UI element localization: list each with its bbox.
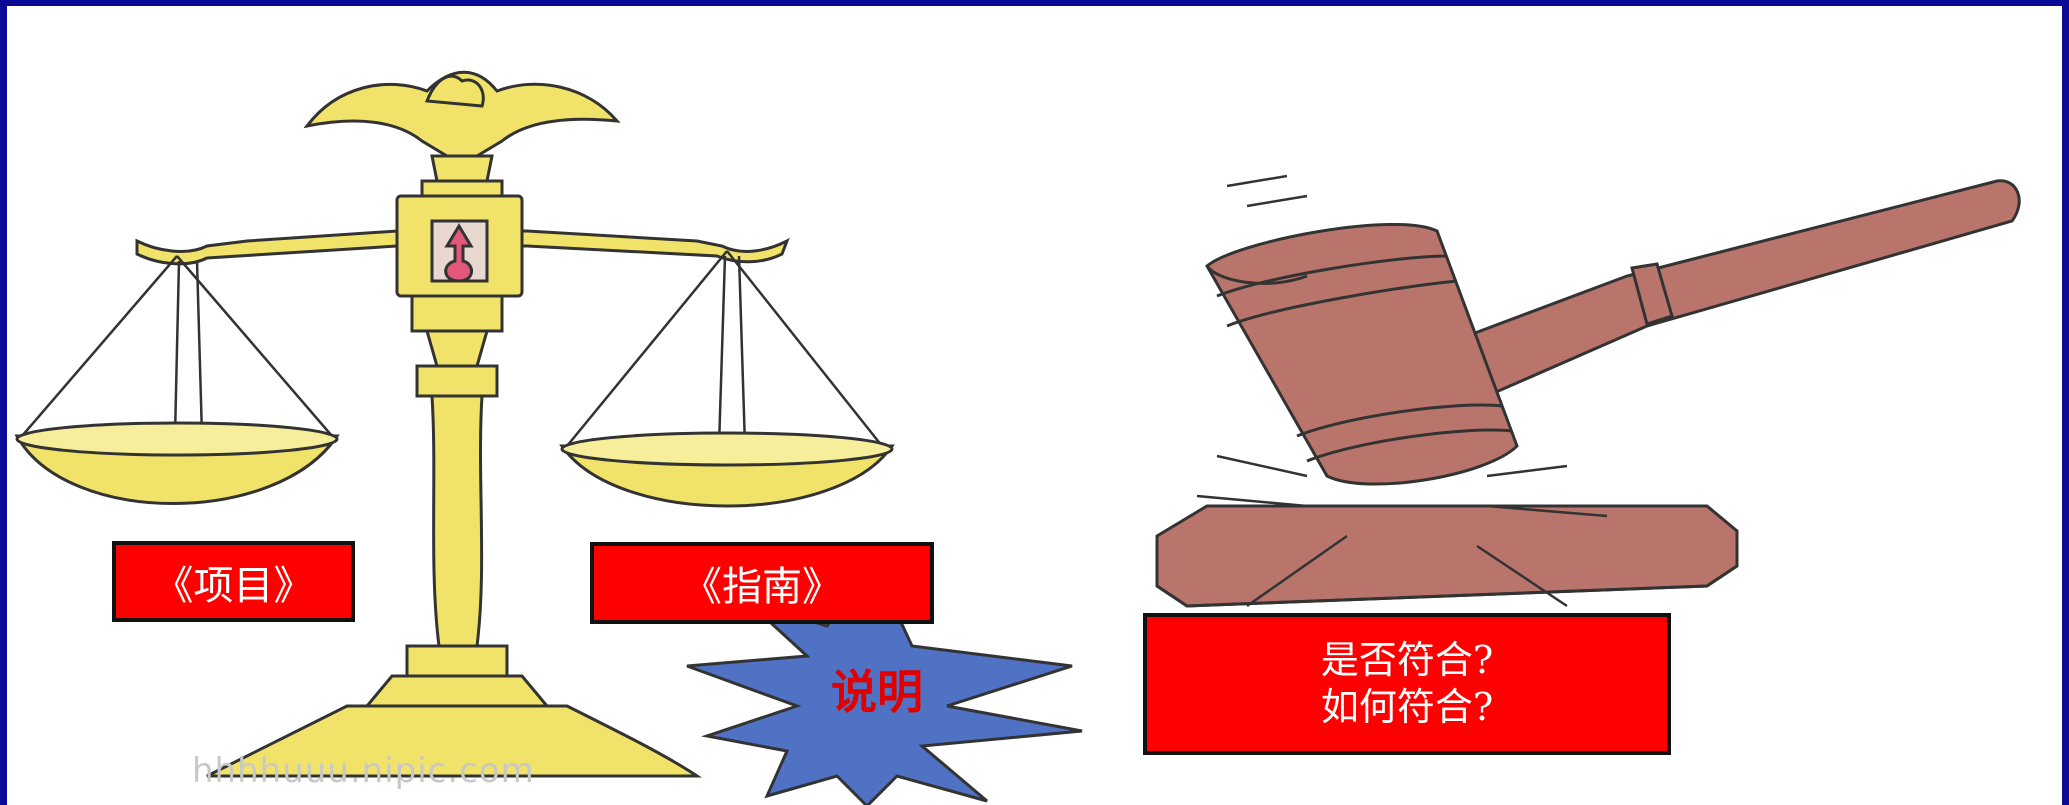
watermark: hhhhuuu.nipic.com: [192, 751, 535, 791]
balance-scale-icon: [14, 70, 895, 778]
sound-block: [1155, 504, 1739, 608]
project-label: 《项目》: [112, 541, 355, 622]
left-pan: [14, 255, 340, 505]
starburst-icon: [686, 563, 1083, 805]
scale-beam: [135, 229, 790, 266]
guide-label: 《指南》: [590, 542, 934, 624]
eagle-ornament: [303, 70, 621, 183]
question-label: 是否符合? 如何符合?: [1143, 613, 1671, 755]
starburst-text: 说明: [831, 665, 923, 719]
right-pan: [559, 250, 895, 508]
question-line-2: 如何符合?: [1320, 685, 1494, 729]
gavel-head: [1205, 223, 1519, 486]
gavel-icon: [1155, 174, 2021, 608]
guide-label-text: 《指南》: [682, 564, 842, 610]
starburst-shape: [686, 563, 1083, 805]
scale-gem: [430, 219, 489, 283]
scale-column: [206, 179, 702, 778]
project-label-text: 《项目》: [153, 562, 314, 609]
gavel-handle: [1465, 179, 2021, 399]
impact-lines: [1196, 174, 1608, 608]
question-line-1: 是否符合?: [1320, 637, 1494, 682]
